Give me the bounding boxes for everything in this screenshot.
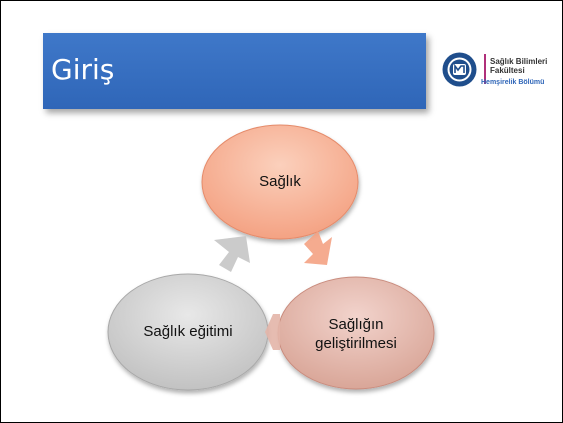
logo-text-line1: Sağlık Bilimleri [490,57,548,66]
logo-divider [484,54,486,84]
logo-text-line3: Hemşirelik Bölümü [481,79,545,86]
node-label-sagligin-gelistirilmesi: Sağlığın geliştirilmesi [315,316,397,352]
node-label-saglik-egitimi: Sağlık eğitimi [143,323,233,340]
logo-text-line2: Fakültesi [490,66,525,75]
faculty-logo: Sağlık Bilimleri Fakültesi Hemşirelik Bö… [441,51,561,101]
node-saglik [201,124,359,240]
university-seal-icon [442,52,477,87]
arrow-saglik-to-gelistirilmesi [304,231,332,265]
slide-title: Giriş [51,53,115,86]
title-bar: Giriş [43,33,426,109]
arrow-gelistirilmesi-to-egitimi [265,314,280,350]
node-label-saglik: Sağlık [259,173,301,190]
arrow-egitimi-to-saglik [214,236,250,272]
